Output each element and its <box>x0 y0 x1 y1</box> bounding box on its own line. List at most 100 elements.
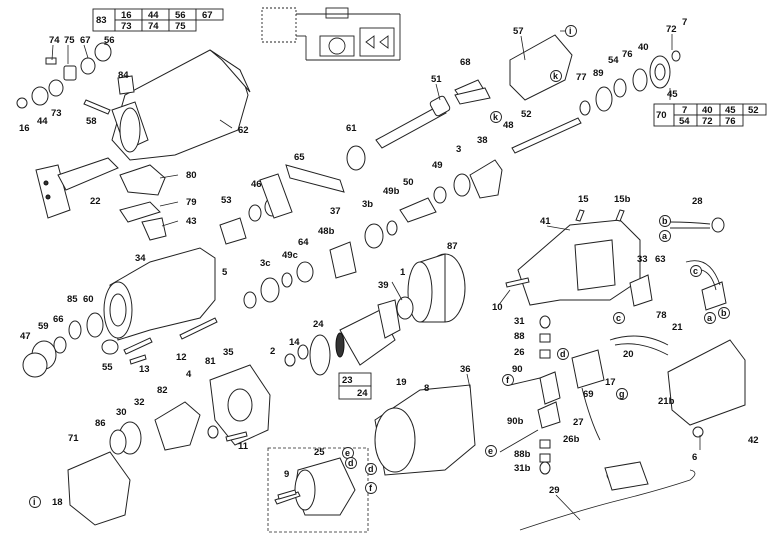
circle-letter: d <box>368 464 374 474</box>
callout-label: 31b <box>514 463 531 474</box>
callout-label: 64 <box>298 237 309 248</box>
callout-label: 35 <box>223 347 234 358</box>
callout-label: 63 <box>655 254 666 265</box>
circle-letter: e <box>488 446 493 456</box>
table23-cell: 24 <box>357 388 368 399</box>
callout-label: 84 <box>118 70 129 81</box>
callout-label: 11 <box>238 441 249 452</box>
circle-letter: a <box>707 313 713 323</box>
table83-cell: 16 <box>121 10 132 21</box>
callout-label: 60 <box>83 294 94 305</box>
callout-label: 41 <box>540 216 551 227</box>
callout-label: 21 <box>672 322 683 333</box>
callout-label: 81 <box>205 356 216 367</box>
callout-label: 46 <box>251 179 262 190</box>
armature-24 <box>284 296 414 376</box>
callout-label: 36 <box>460 364 471 375</box>
callout-label: 76 <box>622 49 633 60</box>
callout-label: 71 <box>68 433 79 444</box>
callout-label: 33 <box>637 254 648 265</box>
callout-label: 90 <box>512 364 523 375</box>
callout-label: 75 <box>64 35 75 46</box>
table70-cell: 70 <box>656 110 667 121</box>
callout-label: 62 <box>238 125 249 136</box>
callout-label: 5 <box>222 267 228 278</box>
leader-lines <box>51 30 701 521</box>
table23-cell: 23 <box>342 375 353 386</box>
motor-housing-36 <box>374 384 476 476</box>
circle-letter: b <box>721 308 727 318</box>
callout-label: 78 <box>656 310 667 321</box>
switch-parts <box>537 217 727 475</box>
callout-label: 73 <box>51 108 62 119</box>
table70-cell: 40 <box>702 105 713 116</box>
table83-cell: 83 <box>96 15 107 26</box>
callout-label: 31 <box>514 316 525 327</box>
guide-tube-57 <box>509 34 573 101</box>
callout-label: 57 <box>513 26 524 37</box>
circle-letter: i <box>33 497 36 507</box>
callout-label: 61 <box>346 123 357 134</box>
callout-label: 18 <box>52 497 63 508</box>
callout-label: 87 <box>447 241 458 252</box>
callout-label: 2 <box>270 346 275 357</box>
callout-label: 77 <box>576 72 587 83</box>
table83-cell: 56 <box>175 10 186 21</box>
callout-label: 68 <box>460 57 471 68</box>
callout-label: 72 <box>666 24 677 35</box>
callout-label: 30 <box>116 407 127 418</box>
callout-label: 14 <box>289 337 300 348</box>
callout-label: 39 <box>378 280 389 291</box>
callout-label: 32 <box>134 397 145 408</box>
blade-holder-22 <box>35 157 119 219</box>
callout-label: 3b <box>362 199 373 210</box>
callout-label: 66 <box>53 314 64 325</box>
circled-letters: i k k b a c b a c d f g e d f e i d e g <box>29 25 730 508</box>
circle-letter: k <box>493 112 499 122</box>
wiring-schematic <box>261 7 401 61</box>
table70-cell: 7 <box>682 105 687 116</box>
callout-label: 89 <box>593 68 604 79</box>
callout-label: 42 <box>748 435 759 446</box>
callout-label: 52 <box>521 109 532 120</box>
rod-52 <box>511 117 582 154</box>
callout-label: 58 <box>86 116 97 127</box>
reference-table-23: 23 24 <box>338 372 372 400</box>
callout-label: 55 <box>102 362 113 373</box>
callout-label: 38 <box>477 135 488 146</box>
callout-label: 12 <box>176 352 187 363</box>
callout-label: 43 <box>186 216 197 227</box>
circle-letter: k <box>553 71 559 81</box>
callout-label: 88b <box>514 449 531 460</box>
callout-label: 10 <box>492 302 503 313</box>
callout-label: 3 <box>456 144 461 155</box>
callout-label: 86 <box>95 418 106 429</box>
table83-cell: 75 <box>175 21 186 32</box>
callout-labels: 74 75 67 56 84 16 44 73 58 62 22 80 79 4… <box>19 17 759 508</box>
table70-cell: 72 <box>702 116 713 127</box>
callout-label: 47 <box>20 331 31 342</box>
callout-label: 48 <box>503 120 514 131</box>
housing-41 <box>517 219 641 306</box>
callout-label: 25 <box>314 447 325 458</box>
callout-label: 53 <box>221 195 232 206</box>
circle-letter: c <box>616 313 621 323</box>
callout-label: 16 <box>19 123 30 134</box>
circle-letter: b <box>662 216 668 226</box>
callout-label: 26 <box>514 347 525 358</box>
callout-label: 48b <box>318 226 335 237</box>
callout-label: 15b <box>614 194 631 205</box>
crank-38 <box>329 159 503 279</box>
callout-label: 28 <box>692 196 703 207</box>
callout-label: 69 <box>583 389 594 400</box>
table83-cell: 73 <box>121 21 132 32</box>
power-cord-29 <box>519 461 696 531</box>
front-parts-left <box>22 312 218 378</box>
bearing-plate-35 <box>67 364 271 526</box>
callout-label: 82 <box>157 385 168 396</box>
callout-label: 22 <box>90 196 101 207</box>
callout-label: 27 <box>573 417 584 428</box>
circle-letter: c <box>693 266 698 276</box>
bearing-parts-mid <box>243 261 314 309</box>
